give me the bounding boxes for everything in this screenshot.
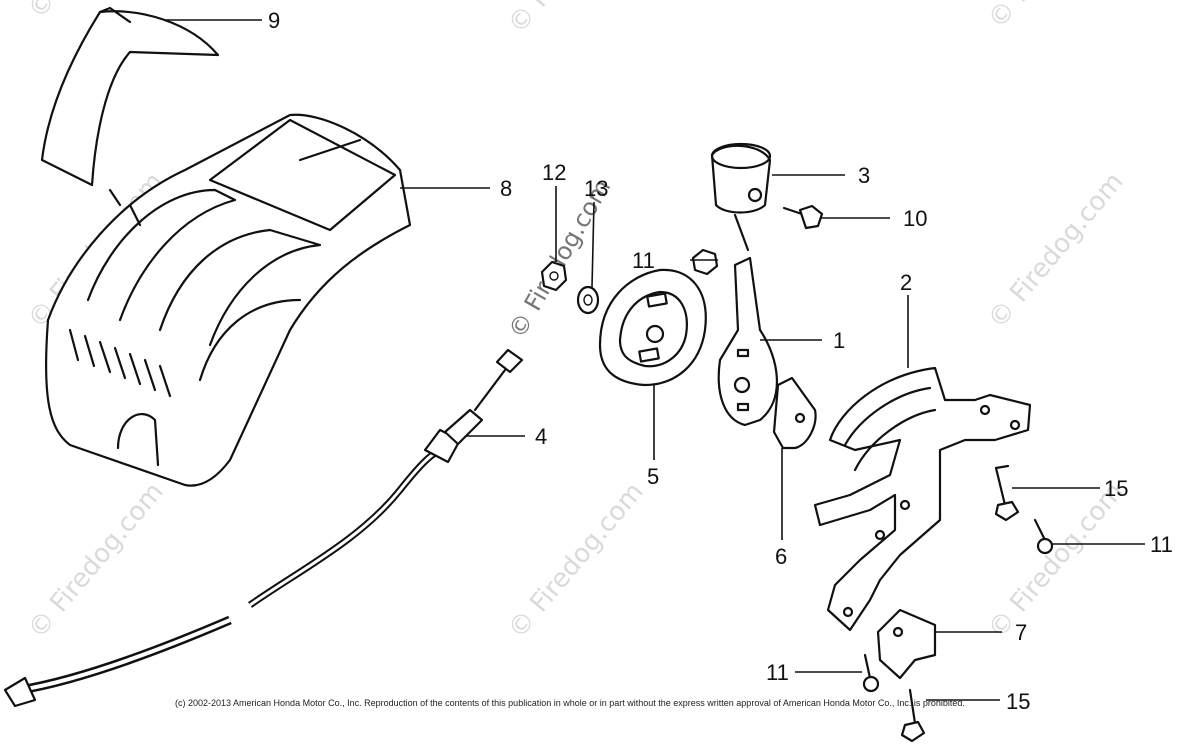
part-2-bracket: [813, 366, 1032, 632]
callout-7: 7: [1015, 620, 1027, 645]
part-1-lever: [717, 256, 779, 427]
callout-15-upper: 15: [1104, 476, 1128, 501]
callout-15-lower: 15: [1006, 689, 1030, 714]
callout-5: 5: [647, 464, 659, 489]
callout-10: 10: [903, 206, 927, 231]
part-4-cable: [3, 348, 524, 708]
watermark: © Firedog.com: [22, 477, 169, 644]
callout-3: 3: [858, 163, 870, 188]
callout-1: 1: [833, 328, 845, 353]
callout-labels: 9 8 12 13 3 10 11 2 1 4 5 15 6 11 7 11 1…: [268, 8, 1173, 714]
part-11-screw-upper: [1033, 518, 1054, 555]
watermark: © Firedog.com: [982, 167, 1129, 334]
callout-9: 9: [268, 8, 280, 33]
callout-12: 11: [632, 248, 655, 273]
callout-11-upper: 11: [1150, 532, 1173, 557]
callout-6: 6: [775, 544, 787, 569]
part-11-screw-lower: [862, 653, 880, 693]
copyright-notice: (c) 2002-2013 American Honda Motor Co., …: [175, 698, 965, 708]
part-15-screw-lower: [900, 688, 926, 743]
part-5-plate: [598, 268, 707, 387]
callout-2: 2: [900, 270, 912, 295]
part-15-screw-upper: [994, 464, 1020, 522]
watermark: © Firedog.com: [502, 477, 649, 644]
part-10-screw: [782, 204, 824, 230]
leader-lines: [165, 19, 1145, 701]
watermark: © Firedog.com: [982, 0, 1129, 34]
part-13-nut: [540, 260, 568, 292]
callout-11-lower: 11: [766, 660, 789, 685]
callout-8: 8: [500, 176, 512, 201]
part-9-decal: [40, 6, 220, 187]
part-12-nut: [691, 248, 719, 276]
callout-4: 4: [535, 424, 547, 449]
callout-13: 12: [542, 160, 566, 185]
part-8-cover: [44, 113, 412, 487]
part-7-clip: [876, 608, 937, 680]
part-14-washer: [576, 285, 600, 315]
part-3-knob: [710, 142, 772, 252]
part-6-bracket: [772, 376, 817, 450]
callout-14: 13: [584, 176, 608, 201]
watermark: © Firedog.com: [502, 0, 649, 39]
